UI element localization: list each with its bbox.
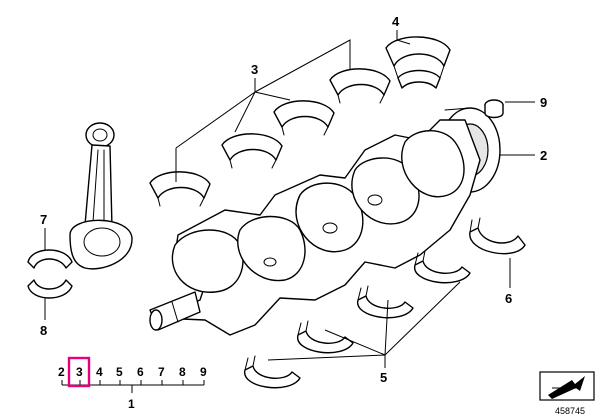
callout-6[interactable]: 6: [505, 291, 512, 306]
callout-8[interactable]: 8: [40, 323, 47, 338]
callout-9[interactable]: 9: [540, 95, 547, 110]
bearing-shell[interactable]: [244, 355, 301, 389]
sleeve[interactable]: [484, 99, 504, 119]
index-scale: 2 3 4 5 6 7 8 9 1: [58, 356, 207, 411]
callout-7[interactable]: 7: [40, 212, 47, 227]
scale-number-3[interactable]: 3: [76, 365, 83, 379]
scale-number-7[interactable]: 7: [158, 365, 165, 379]
connecting-rod[interactable]: [69, 122, 133, 270]
bearing-shell[interactable]: [221, 133, 283, 169]
bearing-shell[interactable]: [273, 100, 335, 136]
callout-5[interactable]: 5: [380, 370, 387, 385]
scale-number-4[interactable]: 4: [96, 365, 103, 379]
scale-group-label[interactable]: 1: [128, 397, 135, 411]
conrod-bearing-lower[interactable]: [27, 279, 73, 299]
leader-lines: [44, 30, 535, 368]
callout-3[interactable]: 3: [251, 62, 258, 77]
bearing-shell[interactable]: [297, 320, 354, 354]
crankshaft[interactable]: [149, 107, 501, 336]
scale-number-9[interactable]: 9: [200, 365, 207, 379]
scale-number-5[interactable]: 5: [116, 365, 123, 379]
conrod-bearing-upper[interactable]: [27, 249, 73, 269]
main-bearing-upper-group: [149, 68, 391, 207]
bearing-shell[interactable]: [149, 171, 211, 207]
arrow-box-icon: [539, 371, 595, 401]
bearing-shell[interactable]: [329, 68, 391, 104]
callout-2[interactable]: 2: [540, 148, 547, 163]
document-number: 458745: [555, 406, 585, 416]
thrust-bearing[interactable]: [385, 36, 451, 89]
scale-number-2[interactable]: 2: [58, 365, 65, 379]
main-bearing-lower-group: [244, 250, 471, 389]
scale-number-8[interactable]: 8: [179, 365, 186, 379]
thrust-bearing-lower[interactable]: [469, 217, 526, 255]
highlight-box: [67, 356, 91, 388]
scale-number-6[interactable]: 6: [137, 365, 144, 379]
bearing-shell[interactable]: [357, 285, 414, 319]
callout-4[interactable]: 4: [392, 14, 400, 29]
callouts: 3 4 9 2 6 7 8 5: [40, 14, 547, 385]
bearing-shell[interactable]: [414, 250, 471, 284]
